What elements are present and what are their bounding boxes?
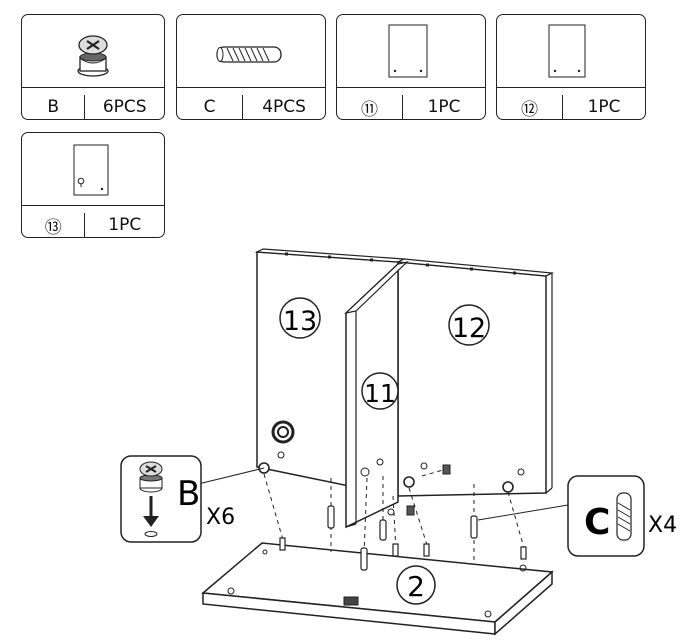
panel-icon <box>388 24 428 78</box>
callout-b-count: X6 <box>206 505 235 530</box>
part-box-11: ⑪ 1PC <box>336 14 486 120</box>
callout-c-count: X4 <box>648 513 677 538</box>
part-quantity: 1PC <box>108 215 142 235</box>
part-image-c <box>177 15 325 88</box>
part-image-13 <box>22 133 164 206</box>
part-code: ⑪ <box>337 95 404 120</box>
part-code: ⑫ <box>497 95 564 120</box>
panel-label-13: 13 <box>283 306 317 337</box>
callout-b-letter: B <box>177 474 200 514</box>
part-quantity: 6PCS <box>102 97 147 117</box>
wood-dowel-icon <box>216 46 282 63</box>
part-quantity: 1PC <box>587 97 621 117</box>
part-image-11 <box>337 15 485 88</box>
panel-icon <box>548 24 586 78</box>
part-box-13: ⑬ 1PC <box>21 132 165 238</box>
cam-lock-icon <box>77 35 109 77</box>
part-box-b: B 6PCS <box>21 14 165 120</box>
part-quantity: 1PC <box>427 97 461 117</box>
part-quantity: 4PCS <box>262 97 306 117</box>
part-code: B <box>22 95 86 119</box>
part-box-12: ⑫ 1PC <box>496 14 646 120</box>
panel-hole-icon <box>73 144 109 196</box>
part-code: C <box>177 95 244 119</box>
base-panel: 2 <box>201 542 554 636</box>
panel-label-12: 12 <box>452 313 486 344</box>
part-code: ⑬ <box>22 213 86 238</box>
panel-11: 11 <box>344 260 409 529</box>
guide-lines <box>263 469 525 560</box>
callout-b: B X6 <box>120 455 265 543</box>
callout-c: C X4 <box>477 475 677 557</box>
part-box-c: C 4PCS <box>176 14 326 120</box>
dowel-pins <box>279 505 527 571</box>
panel-12: 12 <box>395 258 555 497</box>
panel-label-11: 11 <box>364 379 396 408</box>
part-image-12 <box>497 15 645 88</box>
part-image-b <box>22 15 164 88</box>
callout-c-letter: C <box>584 502 610 543</box>
panel-label-2: 2 <box>407 570 425 603</box>
